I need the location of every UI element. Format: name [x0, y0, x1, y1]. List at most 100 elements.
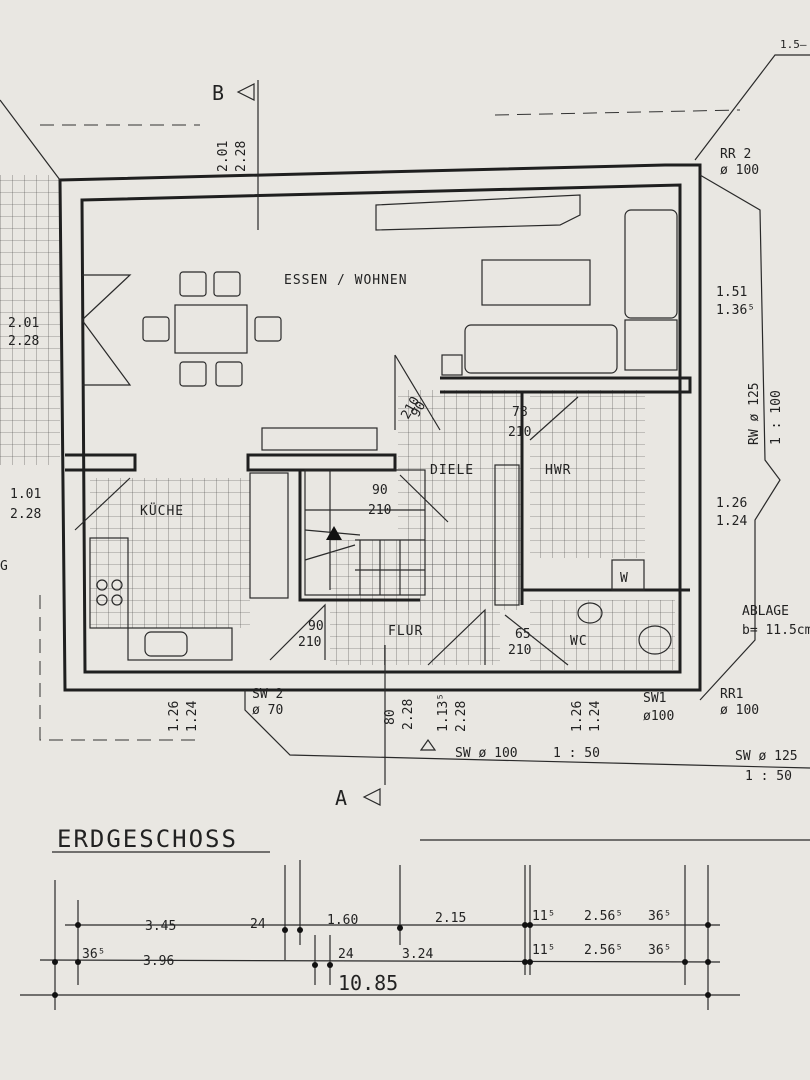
outer-wall [58, 163, 702, 692]
door-size-w: 90 [408, 399, 429, 420]
sideboard [375, 194, 581, 231]
chair-icon [142, 316, 170, 342]
door-swing [427, 608, 486, 666]
window-size-w: 1.01 [10, 487, 41, 502]
dimension-row2: 36⁵ [648, 943, 671, 958]
door-swing [74, 477, 131, 531]
wall-kitchen-top [65, 453, 137, 472]
section-lines [257, 80, 386, 785]
slope-label: 1.5– [780, 38, 807, 51]
chair-icon [254, 316, 282, 342]
wall-stair [298, 470, 420, 602]
window-size-w: 2.01 [216, 141, 231, 172]
terrace-tiles [0, 175, 60, 465]
dimension-row2: 36⁵ [82, 947, 105, 962]
door-swing [394, 354, 441, 431]
drain-line [699, 174, 781, 701]
ablage-width: b= 11.5cm [742, 623, 810, 638]
wardrobe [494, 464, 520, 606]
door-size-h: 210 [368, 503, 391, 518]
door-size-w: 90 [372, 483, 388, 498]
section-marker-b: B [212, 81, 224, 105]
chair-icon [213, 271, 241, 297]
dimension-row2: 24 [338, 947, 354, 962]
wall-living-bottom [440, 376, 692, 394]
door-size-h: 210 [508, 643, 531, 658]
plant-icon [624, 319, 678, 371]
window-size-h: 2.28 [10, 507, 41, 522]
coffee-table [481, 259, 591, 306]
pipe-sw2-diameter: ø 70 [252, 703, 283, 718]
kitchen-tiles [90, 478, 250, 628]
section-arrow-icon [236, 83, 255, 101]
washer [611, 559, 645, 591]
dimension-row1: 11⁵ [532, 909, 555, 924]
burner-icon [96, 579, 108, 591]
window-size-w: 1.26 [167, 701, 182, 732]
dimension-dots [52, 922, 711, 998]
inner-wall-line [80, 183, 682, 674]
room-label-flur: FLUR [388, 624, 423, 639]
pipe-rr2: RR 2 [720, 147, 751, 162]
door-size-h: 210 [508, 425, 531, 440]
window-size-h: 1.36⁵ [716, 303, 755, 318]
pipe-rr1: RR1 [720, 687, 743, 702]
door-size-w: 65 [515, 627, 531, 642]
dining-table [174, 304, 248, 354]
window-size-h: 2.28 [234, 141, 249, 172]
window-size-w: 1.26 [570, 701, 585, 732]
door-swing [269, 603, 326, 661]
dimension-lines [20, 860, 740, 1010]
sofa-icon [464, 324, 618, 374]
lamp-icon [441, 354, 463, 376]
pipe-sw1-diameter: ø100 [643, 709, 674, 724]
pipe-sw100-scale: 1 : 50 [553, 746, 600, 761]
wall-stair-top [246, 453, 397, 472]
dimension-row1: 24 [250, 917, 266, 932]
dimension-total: 10.85 [338, 971, 398, 995]
stove [89, 537, 129, 629]
sewer-line [244, 690, 810, 769]
floor-title: ERDGESCHOSS [57, 825, 238, 853]
door-size-w: 90 [308, 619, 324, 634]
door-size-w: 78 [512, 405, 528, 420]
wc-tiles [530, 600, 675, 670]
door-size-w: 80 [383, 709, 398, 725]
door-swing [504, 614, 569, 666]
sink-icon [144, 631, 188, 657]
utility-tiles [530, 390, 645, 558]
window-size-w: 1.13⁵ [436, 693, 451, 732]
window-size-h: 1.24 [716, 514, 747, 529]
dimension-row1: 36⁵ [648, 909, 671, 924]
toilet-icon [638, 625, 672, 655]
pipe-sw1: SW1 [643, 691, 666, 706]
burner-icon [96, 594, 108, 606]
burner-icon [111, 579, 123, 591]
door-swing [529, 396, 579, 441]
chair-icon [179, 271, 207, 297]
window-size-h: 2.28 [454, 701, 469, 732]
pipe-sw2: SW 2 [252, 687, 283, 702]
window-size-h: 1.24 [185, 701, 200, 732]
terrace-door-swing [81, 274, 132, 386]
door-size-h: 210 [298, 635, 321, 650]
pipe-sw125-scale: 1 : 50 [745, 769, 792, 784]
kitchen-counter [127, 627, 233, 661]
room-label-hwr: HWR [545, 463, 571, 478]
window-size-w: 1.51 [716, 285, 747, 300]
chair-icon [179, 361, 207, 387]
pipe-sw100: SW ø 100 [455, 746, 518, 761]
room-label-kueche: KÜCHE [140, 502, 184, 519]
burner-icon [111, 594, 123, 606]
door-swing [399, 474, 449, 523]
pipe-rr1-diameter: ø 100 [720, 703, 759, 718]
dimension-row2: 3.96 [143, 954, 174, 969]
room-label-essen-wohnen: ESSEN / WOHNEN [284, 273, 408, 288]
ablage-label: ABLAGE [742, 604, 789, 619]
stair-arrow-icon [326, 526, 342, 540]
pipe-rw: RW ø 125 [747, 382, 762, 445]
slope-lines [0, 54, 810, 181]
window-size-w: 2.01 [8, 316, 39, 331]
boundary-dashes [39, 109, 741, 741]
